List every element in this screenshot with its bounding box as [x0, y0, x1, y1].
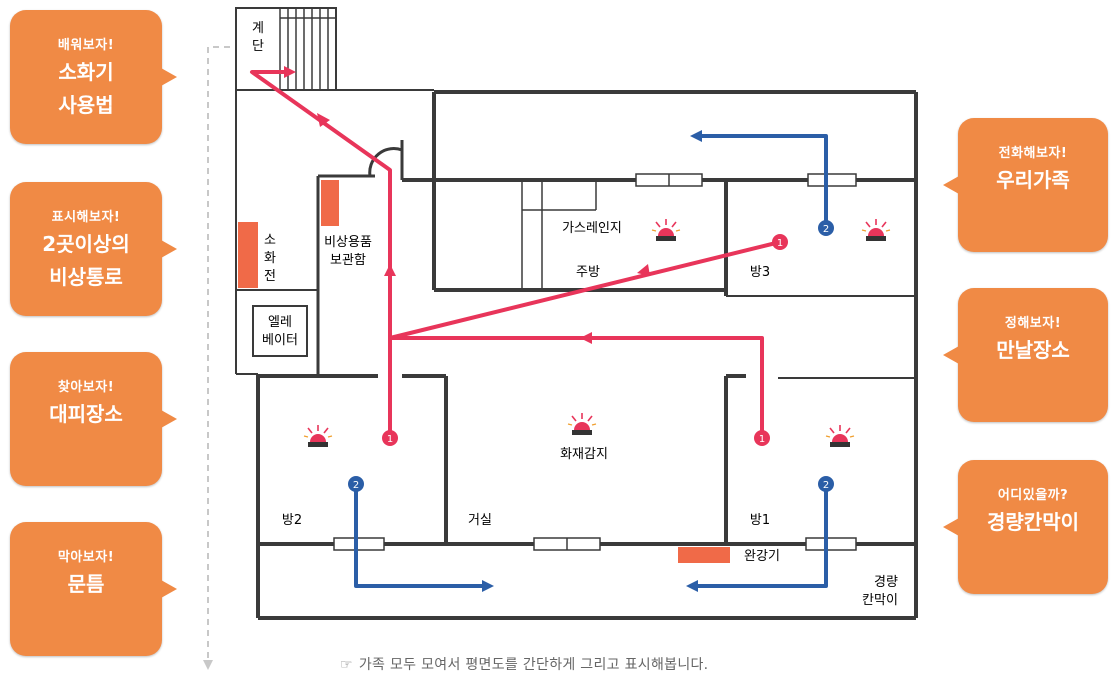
hydrant-label-1: 소 [264, 233, 276, 248]
room2-label: 방2 [282, 513, 302, 528]
room3-label: 방3 [750, 265, 770, 280]
entrance-door [368, 140, 404, 180]
route-1-marker: 1 [754, 430, 770, 446]
bubble-small-text: 배워보자! [57, 38, 115, 53]
bubble-title-line1: 우리가족 [996, 168, 1070, 192]
route-2-marker: 2 [818, 476, 834, 492]
windows [333, 173, 857, 551]
stairs [279, 8, 336, 90]
alarm-icon [303, 424, 333, 448]
bubble-partition: 어디있을까? 경량칸막이 [943, 460, 1108, 594]
alarm-icon [861, 218, 891, 242]
bubble-refuge: 찾아보자! 대피장소 [10, 352, 177, 486]
kitchen-counter [521, 180, 597, 290]
guide-line [203, 46, 230, 670]
svg-text:2: 2 [353, 480, 359, 491]
fire-hydrant-marker [238, 222, 258, 288]
emergency-storage-marker [321, 180, 339, 226]
bubble-tail [943, 518, 959, 536]
bubble-small-text: 찾아보자! [57, 380, 115, 395]
route-2-marker: 2 [348, 476, 364, 492]
alarm-icon [825, 424, 855, 448]
bubble-small-text: 어디있을까? [997, 488, 1069, 503]
hydrant-label-3: 전 [264, 269, 276, 284]
storage-label-2: 보관함 [330, 253, 366, 268]
caption: ☞ 가족 모두 모여서 평면도를 간단하게 그리고 표시해봅니다. [340, 654, 708, 674]
route-1-marker: 1 [382, 430, 398, 446]
pointing-hand-icon: ☞ [340, 657, 353, 673]
bubble-title-line1: 경량칸막이 [987, 510, 1079, 534]
descender-label: 완강기 [744, 549, 780, 564]
svg-text:2: 2 [823, 480, 829, 491]
bubble-family-call: 전화해보자! 우리가족 [943, 118, 1108, 252]
bubble-door-gap: 막아보자! 문틈 [10, 522, 177, 656]
svg-text:2: 2 [823, 224, 829, 235]
bubble-tail [943, 346, 959, 364]
room1-label: 방1 [750, 513, 770, 528]
elevator [252, 305, 308, 357]
svg-text:1: 1 [777, 238, 783, 249]
bubble-meeting-place: 정해보자! 만날장소 [943, 288, 1108, 422]
bubble-tail [161, 240, 177, 258]
svg-text:1: 1 [387, 434, 393, 445]
bubble-exit-routes: 표시해보자! 2곳이상의 비상통로 [10, 182, 177, 316]
bubble-extinguisher: 배워보자! 소화기 사용법 [10, 10, 177, 144]
bubble-title-line1: 2곳이상의 [42, 232, 130, 256]
fire-detector-label: 화재감지 [560, 447, 608, 462]
bubble-title-line1: 대피장소 [49, 402, 123, 426]
bubble-small-text: 정해보자! [1004, 316, 1062, 331]
living-room-label: 거실 [468, 513, 492, 528]
alarm-icon [567, 412, 597, 436]
walls [235, 7, 918, 620]
bubble-tail [161, 580, 177, 598]
partition-label-1: 경량 [874, 575, 898, 590]
bubble-tail [161, 68, 177, 86]
descender-marker [678, 547, 730, 563]
hydrant-label-2: 화 [264, 251, 276, 266]
kitchen-label: 주방 [576, 265, 600, 280]
bubble-title-line2: 사용법 [58, 93, 114, 117]
svg-text:1: 1 [759, 434, 765, 445]
alarm-icon [651, 218, 681, 242]
bubble-small-text: 전화해보자! [998, 146, 1068, 161]
bubble-title-line1: 소화기 [58, 60, 114, 84]
stairs-label-1: 계 [252, 21, 264, 36]
primary-route-arrowheads [284, 66, 650, 344]
bubble-small-text: 표시해보자! [51, 210, 121, 225]
bubble-title-line2: 비상통로 [49, 265, 123, 289]
bubble-small-text: 막아보자! [57, 550, 115, 565]
secondary-escape-route [354, 134, 828, 588]
bubble-title-line1: 문틈 [67, 572, 105, 596]
storage-label-1: 비상용품 [324, 235, 372, 250]
secondary-route-arrowheads [482, 130, 702, 592]
gas-range-label: 가스레인지 [562, 221, 622, 236]
bubble-tail [943, 176, 959, 194]
bubble-title-line1: 만날장소 [996, 338, 1070, 362]
elevator-label-2: 베이터 [262, 333, 298, 348]
stairs-label-2: 단 [252, 39, 264, 54]
caption-text: 가족 모두 모여서 평면도를 간단하게 그리고 표시해봅니다. [358, 657, 709, 673]
route-1-marker: 1 [772, 234, 788, 250]
route-2-marker: 2 [818, 220, 834, 236]
partition-label-2: 칸막이 [862, 593, 898, 608]
elevator-label-1: 엘레 [268, 315, 292, 330]
bubble-tail [161, 410, 177, 428]
